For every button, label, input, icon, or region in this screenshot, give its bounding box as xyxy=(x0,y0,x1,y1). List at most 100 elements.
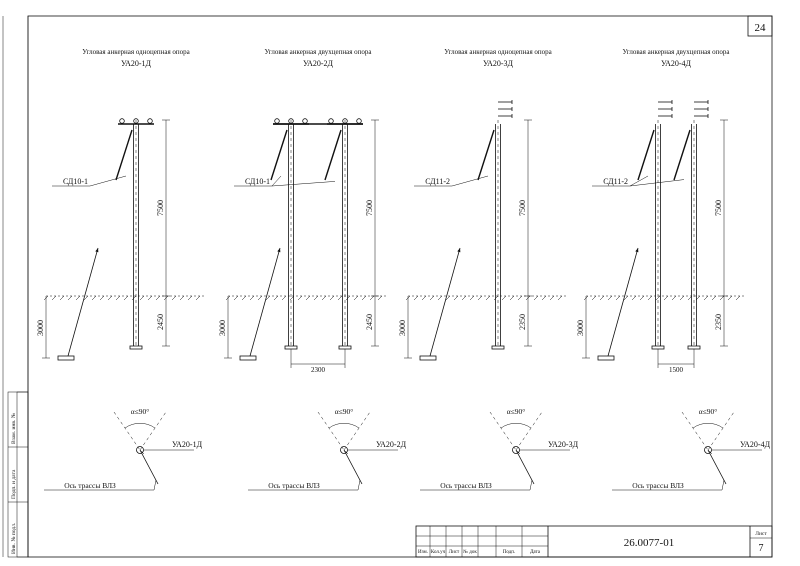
support-symbol-tick xyxy=(139,449,145,455)
dim-anchor: 3000 xyxy=(398,320,407,336)
route-axis xyxy=(489,411,517,451)
plan-code: УА20-1Д xyxy=(172,440,203,449)
ground-hatch xyxy=(83,295,89,301)
ground-hatch xyxy=(115,295,121,301)
document-code: 26.0077-01 xyxy=(624,537,674,549)
brace xyxy=(637,129,655,181)
stay-arrow xyxy=(457,248,461,253)
brace xyxy=(324,129,342,181)
support-elevation: Угловая анкерная одноцепная опораУА20-1Д… xyxy=(36,48,206,361)
ground-hatch xyxy=(469,295,475,301)
support-title: Угловая анкерная двухцепная опора xyxy=(622,48,730,56)
ground-hatch xyxy=(195,295,201,301)
side-stamp: Взам. инв. № Подп. и дата Инв. № подл. xyxy=(7,391,29,558)
support-title: Угловая анкерная одноцепная опора xyxy=(82,48,190,56)
stay-arrow xyxy=(635,248,639,253)
support-symbol xyxy=(136,446,144,454)
pole-foot xyxy=(687,345,701,350)
ground-hatch xyxy=(591,295,597,301)
dim-buried: 2450 xyxy=(365,314,374,330)
stamp-header-4: Подп. xyxy=(503,550,515,555)
dim-buried: 2450 xyxy=(156,314,165,330)
dim-buried: 2350 xyxy=(518,314,527,330)
callout-leader xyxy=(629,179,685,187)
title-block: Изм. Кол.уч Лист № док Подп. Дата 26.007… xyxy=(415,525,773,558)
stamp-header-3: № док xyxy=(463,549,477,555)
ground-hatch xyxy=(679,295,685,301)
ground-hatch xyxy=(249,295,255,301)
ground-hatch xyxy=(663,295,669,301)
insulator xyxy=(147,118,153,124)
ground-hatch xyxy=(445,295,451,301)
ground-hatch xyxy=(623,295,629,301)
axis-leader xyxy=(529,479,533,491)
route-axis xyxy=(317,411,345,451)
ground-hatch xyxy=(75,295,81,301)
stay-rod xyxy=(67,247,99,357)
ground-hatch xyxy=(91,295,97,301)
anchor-plate xyxy=(57,355,75,361)
ground-hatch xyxy=(321,295,327,301)
anchor-plate xyxy=(239,355,257,361)
dim-height: 7500 xyxy=(156,200,165,216)
route-axis xyxy=(681,411,709,451)
ground-hatch xyxy=(179,295,185,301)
ground-hatch xyxy=(719,295,725,301)
stay-arrow xyxy=(277,248,281,253)
stay-arrow xyxy=(95,248,99,253)
ground-hatch xyxy=(485,295,491,301)
stamp-header-2: Лист xyxy=(449,550,460,555)
stay-rod xyxy=(429,247,461,357)
ground-hatch xyxy=(241,295,247,301)
side-label-1: Подп. и дата xyxy=(11,469,17,499)
route-axis xyxy=(113,411,141,451)
support-symbol xyxy=(340,446,348,454)
stamp-header-1: Кол.уч xyxy=(431,550,446,555)
ground-hatch xyxy=(639,295,645,301)
ground-hatch xyxy=(615,295,621,301)
route-axis xyxy=(343,411,371,451)
support-symbol xyxy=(704,446,712,454)
angle-label: α≤90° xyxy=(131,407,150,416)
ground-hatch xyxy=(461,295,467,301)
angle-label: α≤90° xyxy=(699,407,718,416)
angle-arc xyxy=(124,422,156,429)
dim-height: 7500 xyxy=(518,200,527,216)
plan-code: УА20-3Д xyxy=(548,440,579,449)
support-title: Угловая анкерная двухцепная опора xyxy=(264,48,372,56)
dim-height: 7500 xyxy=(365,200,374,216)
stay-rod xyxy=(249,247,281,357)
insulator xyxy=(328,118,334,124)
ground-hatch xyxy=(155,295,161,301)
insulator xyxy=(274,118,280,124)
ground-hatch xyxy=(703,295,709,301)
ground-hatch xyxy=(353,295,359,301)
ground-hatch xyxy=(171,295,177,301)
callout-label: СД11-2 xyxy=(603,177,628,186)
page-number: 24 xyxy=(755,22,767,34)
support-title: Угловая анкерная одноцепная опора xyxy=(444,48,552,56)
ground-hatch xyxy=(51,295,57,301)
ground-hatch xyxy=(131,295,137,301)
ground-hatch xyxy=(727,295,733,301)
ground-hatch xyxy=(59,295,65,301)
ground-hatch xyxy=(233,295,239,301)
stay-rod xyxy=(607,247,639,357)
ground-hatch xyxy=(413,295,419,301)
ground-hatch xyxy=(297,295,303,301)
ground-hatch xyxy=(533,295,539,301)
callout-label: СД10-1 xyxy=(63,177,88,186)
brace xyxy=(477,129,495,181)
support-code: УА20-3Д xyxy=(483,59,514,68)
ground-hatch xyxy=(257,295,263,301)
ground-hatch xyxy=(147,295,153,301)
ground-hatch xyxy=(345,295,351,301)
support-symbol-tick xyxy=(343,449,349,455)
support-code: УА20-4Д xyxy=(661,59,692,68)
route-axis-solid xyxy=(343,449,363,485)
